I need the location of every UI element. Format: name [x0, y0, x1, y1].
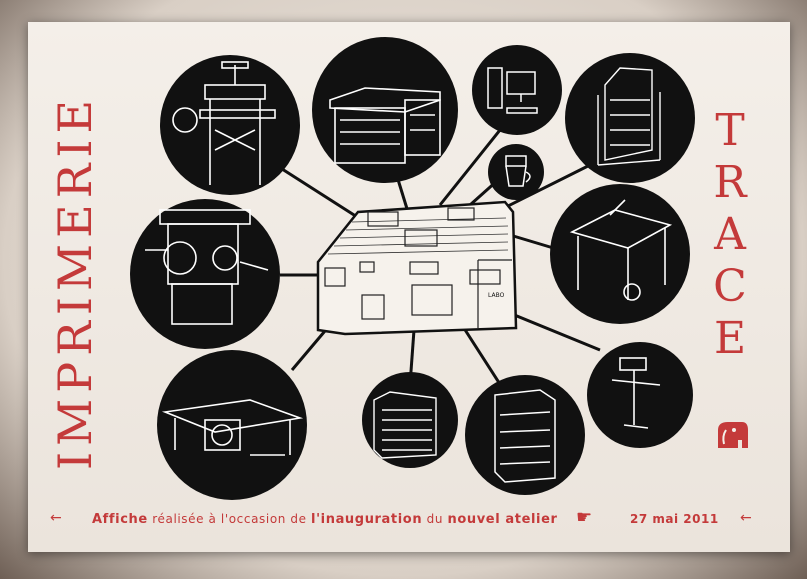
- footer-text-1: réalisée à l'occasion de: [152, 512, 307, 526]
- footer-word-inauguration: l'inauguration: [311, 512, 423, 527]
- title-trace-letter: E: [713, 313, 747, 364]
- floor-plan-outline: [316, 200, 518, 336]
- arrow-left-icon: ←: [740, 510, 752, 526]
- floor-plan-hatching: [327, 217, 509, 255]
- labo-label: LABO: [488, 292, 505, 299]
- circle-type-cabinet: [362, 372, 458, 468]
- elephant-logo-icon: [718, 422, 748, 448]
- circle-copier: [465, 375, 585, 495]
- connector-line: [499, 163, 591, 212]
- title-trace: T R A C E: [705, 105, 755, 365]
- title-trace-letter: A: [714, 209, 746, 260]
- footer-caption: ← Affiche réalisée à l'occasion de l'ina…: [40, 507, 780, 532]
- footer-word-affiche: Affiche: [92, 512, 148, 527]
- machine-circles: [130, 37, 695, 500]
- arrow-left-icon: ←: [50, 510, 62, 526]
- connector-line: [458, 321, 507, 393]
- circle-proof-press: [157, 350, 307, 500]
- circle-paper-cutter: [160, 55, 300, 195]
- circle-drying-rack: [565, 53, 695, 183]
- circle-coffee-machine: [488, 144, 544, 200]
- circle-computer: [472, 45, 562, 135]
- footer-word-atelier: nouvel atelier: [447, 512, 558, 527]
- circle-stapler: [587, 342, 693, 448]
- floor-plan-furniture: [324, 207, 512, 328]
- footer-date: 27 mai 2011: [630, 512, 719, 526]
- footer-text-2: du: [426, 512, 444, 526]
- connector-line: [290, 324, 332, 371]
- footer-text: Affiche réalisée à l'occasion de l'inaug…: [92, 512, 558, 527]
- title-trace-letter: C: [713, 261, 747, 312]
- title-trace-letter: T: [715, 105, 745, 156]
- connector-line: [267, 158, 366, 224]
- circle-light-table: [550, 184, 690, 324]
- circle-workbench: [312, 37, 458, 183]
- pointing-hand-icon: ☛: [576, 507, 593, 528]
- floor-plan: LABO: [316, 200, 518, 336]
- title-trace-letter: R: [713, 157, 747, 208]
- circle-letterpress-press: [130, 199, 280, 349]
